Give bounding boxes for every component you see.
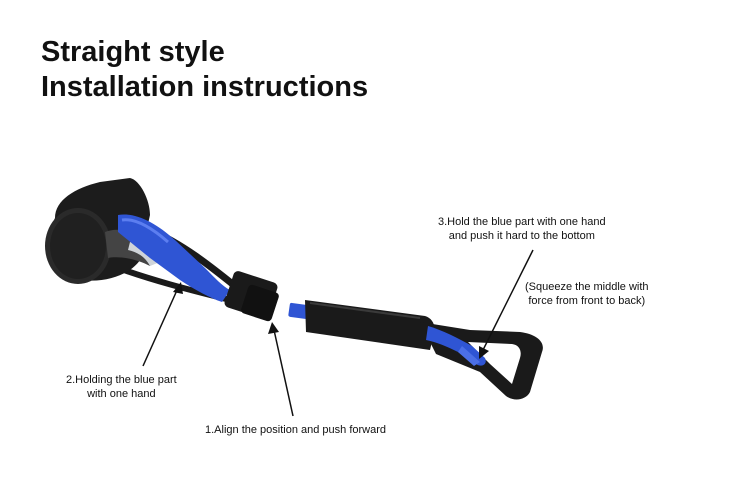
handle-assembly: [288, 300, 543, 400]
step-2-caption: 2.Holding the blue part with one hand: [66, 374, 177, 400]
scoop-assembly: [45, 178, 279, 322]
annotation-arrows: [142, 249, 534, 417]
title-line-1: Straight style: [41, 36, 225, 68]
page-title: Straight style Installation instructions: [41, 35, 368, 105]
step-1-caption: 1.Align the position and push forward: [205, 424, 387, 436]
title-line-2: Installation instructions: [41, 71, 369, 103]
squeeze-note: (Squeeze the middle with force from fron…: [525, 281, 649, 307]
step-3-caption: 3.Hold the blue part with one hand and p…: [438, 216, 606, 242]
